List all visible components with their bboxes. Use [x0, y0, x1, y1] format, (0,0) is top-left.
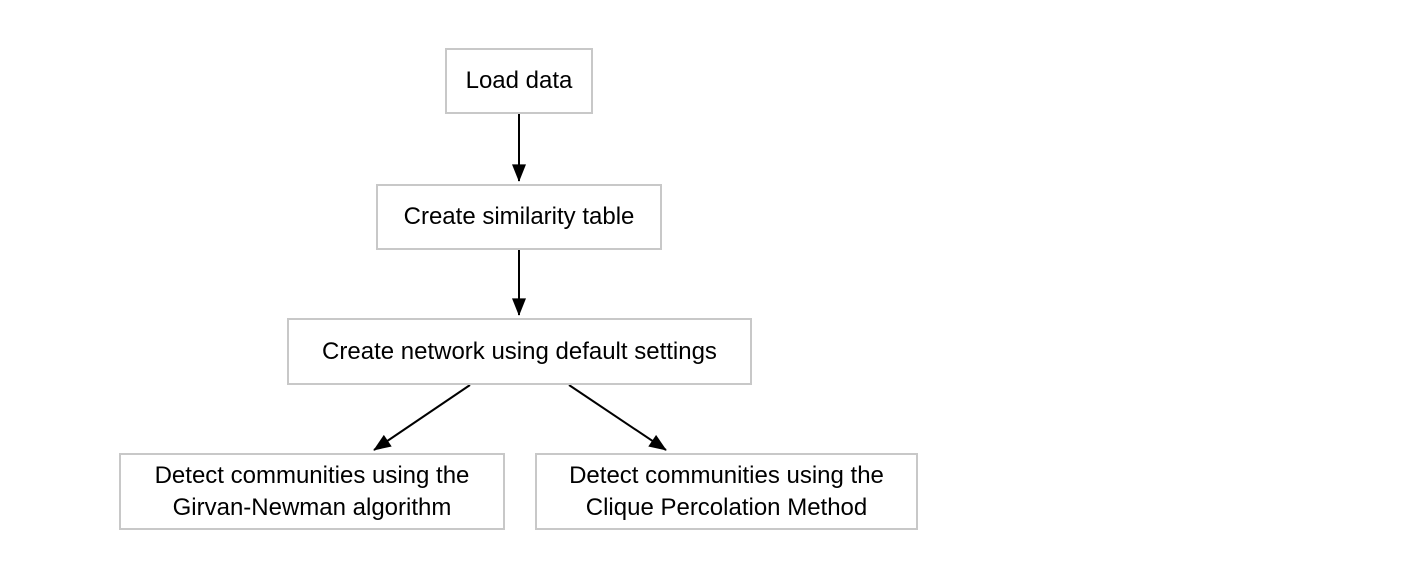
node-detect-clique-percolation: Detect communities using the Clique Perc… [535, 453, 918, 530]
node-detect-girvan-newman: Detect communities using the Girvan-Newm… [119, 453, 505, 530]
node-detect-clique-percolation-label: Detect communities using the Clique Perc… [569, 461, 884, 521]
edge-create-network-to-detect-girvan-newman [373, 384, 471, 451]
node-load-data: Load data [445, 48, 593, 114]
node-create-network: Create network using default settings [287, 318, 752, 385]
node-load-data-label: Load data [465, 67, 573, 94]
edge-create-network-to-detect-clique-percolation [568, 384, 667, 451]
node-create-similarity-table-label: Create similarity table [403, 203, 635, 230]
node-detect-girvan-newman-label: Detect communities using the Girvan-Newm… [154, 461, 470, 521]
node-create-network-label: Create network using default settings [322, 337, 717, 365]
node-create-similarity-table: Create similarity table [376, 184, 662, 250]
